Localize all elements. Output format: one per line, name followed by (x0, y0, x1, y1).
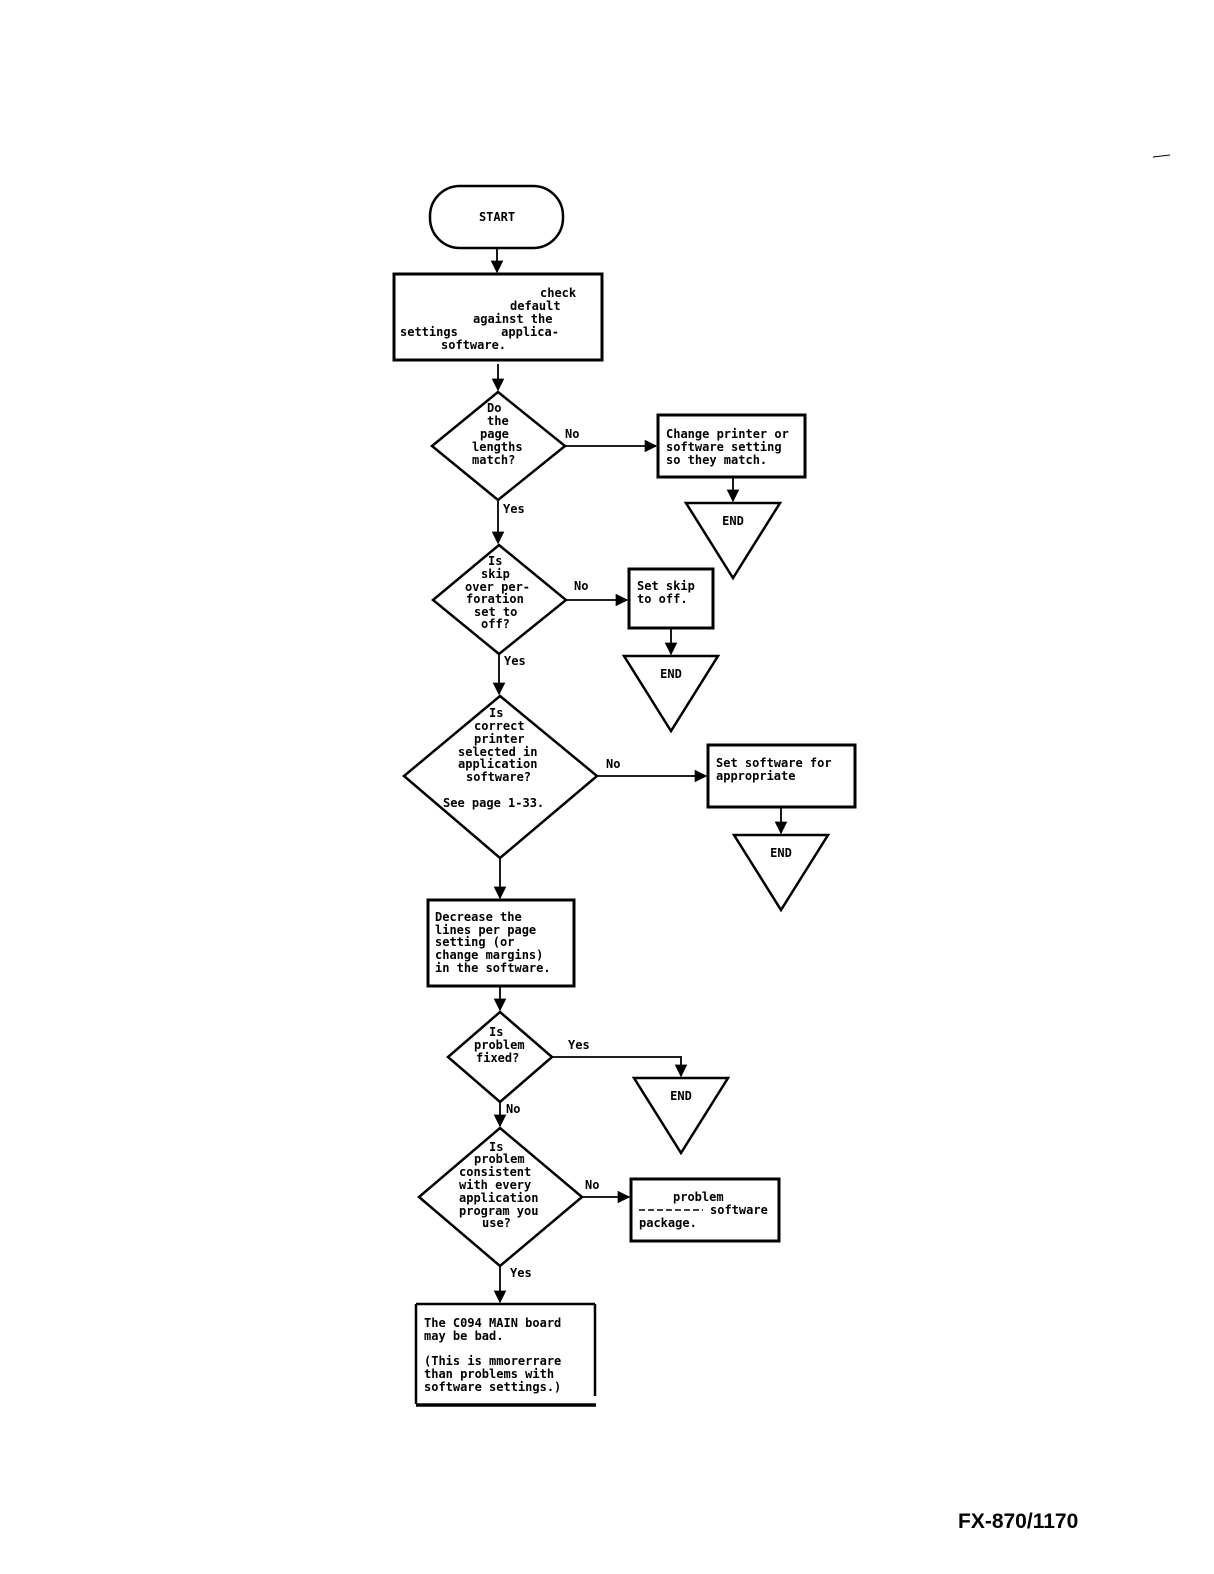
change-setting-box: Change printer or software setting so th… (656, 413, 807, 479)
correct-printer-no-label: No (606, 757, 620, 771)
software-problem-line-1: problem (673, 1190, 724, 1204)
skip-perf-line-6: off? (481, 617, 510, 631)
model-number: FX-870/1170 (958, 1510, 1079, 1533)
correct-printer-line-5: application (458, 757, 537, 771)
consistent-line-7: use? (482, 1216, 511, 1230)
correct-printer-line-4: selected in (458, 745, 537, 759)
end-1-label: END (722, 514, 744, 528)
end-4-label: END (670, 1089, 692, 1103)
check-defaults-line-5: software. (441, 338, 506, 352)
problem-fixed-yes-label: Yes (568, 1038, 590, 1052)
change-setting-line-3: so they match. (666, 453, 767, 467)
end-terminator-4: END (631, 1076, 731, 1156)
software-problem-line-3: package. (639, 1216, 697, 1230)
decrease-lines-line-4: change margins) (435, 948, 543, 962)
page-lengths-line-4: lengths (472, 440, 523, 454)
change-setting-line-2: software setting (666, 440, 782, 454)
page-lengths-line-3: page (480, 427, 509, 441)
problem-fixed-line-3: fixed? (476, 1051, 519, 1065)
decrease-lines-line-1: Decrease the (435, 910, 522, 924)
decision-problem-consistent: Is problem consistent with every applica… (417, 1126, 584, 1268)
end-2-label: END (660, 667, 682, 681)
problem-fixed-line-1: Is (489, 1025, 503, 1039)
skip-perf-line-2: skip (481, 567, 510, 581)
decrease-lines-line-2: lines per page (435, 923, 536, 937)
page-lengths-line-1: Do (487, 401, 501, 415)
page-lengths-line-2: the (487, 414, 509, 428)
decrease-lines-line-5: in the software. (435, 961, 551, 975)
set-software-line-1: Set software for (716, 756, 832, 770)
page-lengths-yes-label: Yes (503, 502, 525, 516)
skip-perf-line-4: foration (466, 592, 524, 606)
consistent-yes-label: Yes (510, 1266, 532, 1280)
skip-perf-line-3: over per- (465, 580, 530, 594)
consistent-line-5: application (459, 1191, 538, 1205)
end-terminator-1: END (683, 501, 783, 581)
correct-printer-line-3: printer (474, 732, 525, 746)
decision-correct-printer: Is correct printer selected in applicati… (402, 694, 599, 860)
end-terminator-3: END (731, 833, 831, 913)
main-board-line-6: software settings.) (424, 1380, 561, 1394)
start-terminator: START (428, 184, 565, 250)
check-defaults-line-3: against the (473, 312, 552, 326)
decision-skip-perforation: Is skip over per- foration set to off? (431, 543, 568, 656)
page-lengths-line-5: match? (472, 453, 515, 467)
set-skip-off-box: Set skip to off. (627, 567, 715, 630)
end-3-label: END (770, 846, 792, 860)
main-board-line-4: (This is mmorerrare (424, 1354, 561, 1368)
problem-fixed-line-2: problem (474, 1038, 525, 1052)
connector-lines (490, 248, 788, 1304)
problem-fixed-no-label: No (506, 1102, 520, 1116)
main-board-box: The C094 MAIN board may be bad. (This is… (414, 1302, 597, 1407)
main-board-line-5: than problems with (424, 1367, 554, 1381)
check-defaults-line-1: check (540, 286, 577, 300)
start-label: START (479, 210, 515, 224)
correct-printer-line-2: correct (474, 719, 525, 733)
check-defaults-box: check default against the settings appli… (392, 272, 604, 362)
skip-perf-no-label: No (574, 579, 588, 593)
skip-perf-line-1: Is (488, 554, 502, 568)
consistent-no-label: No (585, 1178, 599, 1192)
end-terminator-2: END (621, 654, 721, 734)
decrease-lines-box: Decrease the lines per page setting (or … (426, 898, 576, 988)
page-lengths-no-label: No (565, 427, 579, 441)
consistent-line-6: program you (459, 1204, 538, 1218)
consistent-line-1: Is (489, 1140, 503, 1154)
software-problem-box: problem software package. (629, 1177, 781, 1243)
set-skip-line-2: to off. (637, 592, 688, 606)
consistent-line-3: consistent (459, 1165, 531, 1179)
check-defaults-line-4: settings applica- (400, 325, 559, 339)
see-page-reference: See page 1-33. (443, 796, 544, 810)
consistent-line-4: with every (459, 1178, 531, 1192)
correct-printer-line-1: Is (489, 706, 503, 720)
decrease-lines-line-3: setting (or (435, 935, 514, 949)
decision-problem-fixed: Is problem fixed? (446, 1010, 554, 1104)
scan-mark (1152, 154, 1171, 158)
main-board-line-1: The C094 MAIN board (424, 1316, 561, 1330)
set-software-line-2: appropriate (716, 769, 795, 783)
skip-perf-line-5: set to (474, 605, 517, 619)
decision-page-lengths: Do the page lengths match? (430, 390, 567, 502)
consistent-line-2: problem (474, 1152, 525, 1166)
software-problem-line-2: software (710, 1203, 768, 1217)
check-defaults-line-2: default (510, 299, 561, 313)
set-skip-line-1: Set skip (637, 579, 695, 593)
correct-printer-line-6: software? (466, 770, 531, 784)
change-setting-line-1: Change printer or (666, 427, 789, 441)
skip-perf-yes-label: Yes (504, 654, 526, 668)
main-board-line-2: may be bad. (424, 1329, 503, 1343)
set-software-box: Set software for appropriate (706, 743, 857, 809)
